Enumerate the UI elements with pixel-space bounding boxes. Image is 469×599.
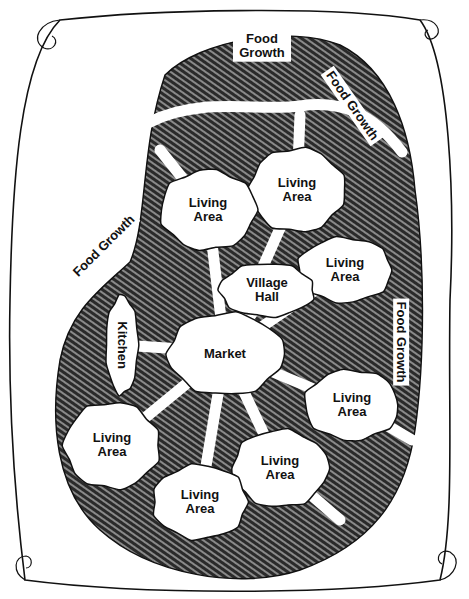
- parchment-curl: [438, 551, 456, 580]
- area-label: Living Area: [249, 454, 311, 483]
- area-region: Village Hall: [215, 260, 319, 320]
- area-label: Village Hall: [236, 276, 298, 305]
- area-shape: [305, 369, 398, 441]
- area-label: Living Area: [81, 431, 143, 460]
- area-shape: [218, 264, 314, 317]
- area-region: Market: [163, 309, 288, 399]
- area-label: Living Area: [177, 196, 239, 225]
- area-label: Kitchen: [115, 321, 129, 369]
- area-shape: [247, 147, 345, 231]
- area-shape: [153, 464, 248, 541]
- parchment-curl: [420, 20, 438, 39]
- parchment-outline: [10, 11, 452, 592]
- crop-label: Food Growth: [233, 31, 291, 62]
- area-label: Living Area: [314, 256, 376, 285]
- area-label: Living Area: [266, 176, 328, 205]
- parchment-curl: [37, 20, 60, 49]
- area-region: Living Area: [148, 461, 252, 543]
- crop-label: Food Growth: [393, 299, 409, 386]
- area-shape: [232, 428, 330, 506]
- area-region: Kitchen: [103, 291, 141, 399]
- area-shape: [165, 312, 284, 394]
- area-region: Living Area: [300, 366, 404, 444]
- area-region: Living Area: [60, 398, 164, 493]
- parchment-curl: [16, 556, 31, 580]
- area-label: Living Area: [169, 488, 231, 517]
- area-region: Living Area: [245, 144, 349, 236]
- hatched-ground: [56, 36, 423, 579]
- area-shape: [106, 294, 139, 396]
- area-shape: [161, 169, 258, 250]
- area-region: Living Area: [156, 166, 260, 254]
- area-shape: [62, 402, 159, 489]
- area-label: Living Area: [321, 391, 383, 420]
- area-label: Market: [204, 347, 246, 361]
